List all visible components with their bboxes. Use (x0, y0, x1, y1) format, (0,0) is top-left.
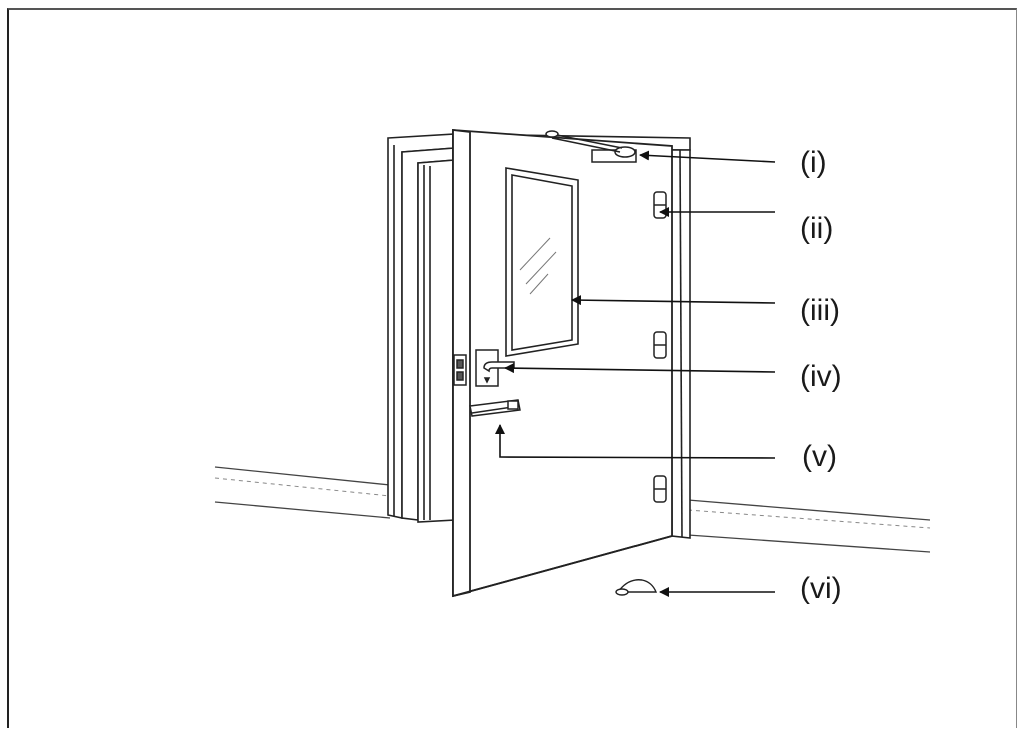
label-ii: (ii) (800, 212, 834, 245)
arrow-i (639, 150, 776, 163)
door-closer (545, 130, 637, 163)
label-iii: (iii) (800, 294, 840, 327)
label-iv: (iv) (800, 360, 842, 393)
leader-arrows (495, 150, 776, 597)
push-plate (469, 399, 521, 417)
arrow-iv (504, 363, 776, 374)
door-frame (387, 133, 691, 539)
label-vi: (vi) (800, 572, 842, 605)
lever-handle (453, 349, 515, 387)
label-v: (v) (802, 440, 837, 473)
door-stop (615, 579, 658, 596)
arrow-iii (571, 295, 776, 306)
wall-lines (214, 466, 931, 553)
arrow-v (495, 424, 776, 459)
border-frame (7, 8, 1017, 728)
vision-panel (505, 167, 579, 357)
label-i: (i) (800, 146, 827, 179)
